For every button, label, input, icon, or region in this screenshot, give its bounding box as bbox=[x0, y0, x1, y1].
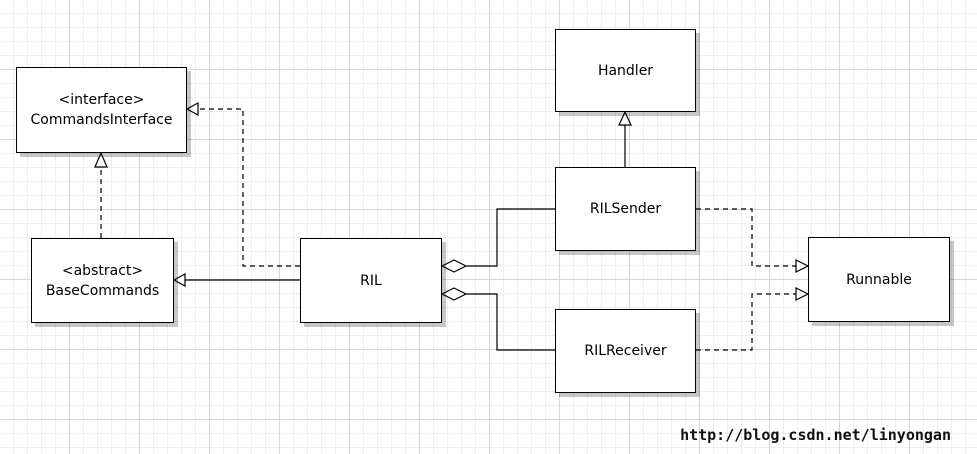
class-handler[interactable]: Handler bbox=[555, 29, 696, 112]
class-name: RIL bbox=[360, 272, 382, 289]
class-ril-receiver[interactable]: RILReceiver bbox=[555, 309, 696, 393]
class-name: Handler bbox=[597, 62, 654, 79]
aggregation-diamond bbox=[440, 259, 468, 273]
class-ril[interactable]: RIL bbox=[300, 238, 442, 323]
aggregation-ril-rilreceiver bbox=[466, 293, 555, 351]
class-name: Runnable bbox=[846, 271, 912, 288]
class-stereotype: <interface> bbox=[58, 92, 145, 108]
realization-rilreceiver-runnable bbox=[696, 293, 796, 351]
class-name: CommandsInterface bbox=[30, 112, 173, 128]
hollow-triangle-arrowhead bbox=[618, 110, 632, 126]
class-name: BaseCommands bbox=[45, 282, 160, 299]
hollow-triangle-arrowhead bbox=[795, 259, 810, 273]
hollow-triangle-arrowhead bbox=[185, 101, 199, 117]
class-commands-interface[interactable]: <interface> CommandsInterface bbox=[16, 67, 187, 153]
aggregation-diamond bbox=[440, 287, 468, 301]
aggregation-ril-rilsender bbox=[466, 208, 555, 267]
hollow-triangle-arrowhead bbox=[94, 151, 108, 168]
hollow-triangle-arrowhead bbox=[172, 272, 186, 288]
class-stereotype: <abstract> bbox=[61, 262, 144, 279]
class-ril-sender[interactable]: RILSender bbox=[555, 167, 696, 251]
realization-rilsender-runnable bbox=[696, 208, 796, 267]
class-name: RILReceiver bbox=[584, 343, 667, 359]
class-name: RILSender bbox=[589, 201, 662, 217]
hollow-triangle-arrowhead bbox=[795, 287, 810, 301]
class-runnable[interactable]: Runnable bbox=[808, 237, 950, 322]
realization-ril-commandsinterface bbox=[198, 108, 300, 267]
class-base-commands[interactable]: <abstract> BaseCommands bbox=[31, 238, 174, 323]
watermark-url: http://blog.csdn.net/linyongan bbox=[680, 426, 951, 444]
